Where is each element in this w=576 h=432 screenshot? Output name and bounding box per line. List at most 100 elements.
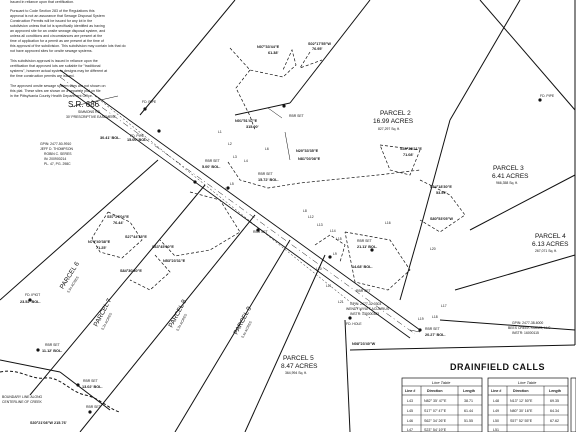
call-label: 21.11' BOL. (357, 245, 377, 249)
table-cell: 38.71 (464, 399, 473, 403)
call-label: 76.44' (113, 221, 124, 225)
table-header: Line # (491, 389, 501, 393)
adjoiner-owner: JEFF D. THOMPSON (40, 147, 73, 151)
road-name: S.R. 686 (68, 100, 100, 109)
drainfield-title: DRAINFIELD CALLS (450, 362, 545, 372)
rebar-set-marker (36, 348, 40, 352)
parcel-acres: 6.13 ACRES (532, 241, 569, 248)
call-label: 15.72' BOL. (258, 178, 279, 182)
parcel-2-label: PARCEL 2 16.99 ACRES 827,297 Sq. ft. (373, 110, 414, 131)
table-cell: S23° 54' 19"E (424, 428, 447, 432)
segment-label: L9 (333, 252, 337, 256)
parcel-7-label: PARCEL 7 5.2x ACRES (93, 297, 114, 331)
table-header: Line # (405, 389, 415, 393)
call-label: N01°51'47"E (235, 119, 258, 123)
rebar-set-marker (226, 186, 230, 190)
parcel-8-label: PARCEL 8 5.3x ACRES (168, 298, 189, 332)
found-hole-marker (348, 316, 352, 320)
table-cell: L45 (407, 409, 413, 413)
rebar-set-marker (370, 248, 374, 252)
note-line: Issued in reliance upon that certificati… (10, 0, 74, 4)
call-label: S27°44'15"E (125, 235, 147, 239)
call-label: N20°33'35"E (296, 149, 319, 153)
segment-label: L14 (330, 229, 336, 233)
note-line: this approval of the subdivision. This s… (10, 44, 126, 48)
parcel-sqft: 267,071 Sq. ft. (535, 249, 557, 253)
table-cell: 61.44 (464, 409, 473, 413)
rebar-set-marker (88, 410, 92, 414)
table-header: Length (463, 389, 475, 393)
rebar-set-marker (418, 328, 422, 332)
point-label: RBR SET (253, 230, 268, 234)
line-table-1: Line Table Line # Direction Length L43 N… (401, 377, 483, 432)
segment-label: L10 (316, 267, 322, 271)
call-label: N53°23'31"E (163, 259, 186, 263)
line-table-3 (570, 377, 576, 432)
note-line: time of application for a permit as are … (10, 39, 104, 43)
call-label: 23.52' BOL. (20, 300, 41, 304)
point-label: RBR SET (289, 114, 304, 118)
point-label: FD. PIPE (142, 100, 157, 104)
call-label: 71.08' (403, 153, 414, 157)
note-line: approval is not an assurance that Sewage… (10, 14, 105, 18)
parcel-name: PARCEL 3 (493, 165, 524, 172)
call-label: S63°45'00"E (152, 245, 174, 249)
call-label: 315.00' (246, 125, 259, 129)
parcel-4-label: PARCEL 4 6.13 ACRES 267,071 Sq. ft. (532, 233, 569, 253)
call-label: 61.38' (268, 51, 279, 55)
parcel-acres: 8.47 ACRES (281, 363, 318, 370)
adjoiner-1: GPIN: 2477-50-9910 JEFF D. THOMPSON ROBI… (40, 142, 73, 166)
parcel-sqft: 827,297 Sq. ft. (378, 127, 400, 131)
call-label: S57°27'04"E (107, 215, 129, 219)
road-sr686 (59, 69, 421, 339)
table-cell: L51 (493, 428, 499, 432)
parcel-5-label: PARCEL 5 8.47 ACRES 364,994 Sq. ft. (281, 355, 318, 375)
table-cell: L46 (407, 419, 413, 423)
table-cell: S17° 07' 47"E (424, 409, 447, 413)
parcel-6-label: PARCEL 6 5.9x ACRES (59, 260, 81, 293)
table-header: Direction (513, 389, 529, 393)
segment-label: L11 (326, 284, 332, 288)
rebar-set-marker (193, 180, 197, 184)
call-label: 20.27' BOL. (425, 333, 446, 337)
call-label: 14.68' BOL. (352, 265, 373, 269)
found-pipe-marker (143, 107, 147, 111)
adjoiner-owner: WENDY WYATT ACUARIUS (346, 307, 390, 311)
segment-label: L4 (244, 159, 248, 163)
rebar-set-marker (328, 255, 332, 259)
point-label: FD. PIPE (130, 134, 145, 138)
drainfield-lines (91, 47, 466, 291)
note-line: Pursuant to Code Section 283 of the Regu… (10, 9, 95, 13)
parcel-acres: 6.41 ACRES (492, 173, 529, 180)
survey-points (28, 98, 542, 414)
table-cell: L50 (493, 419, 499, 423)
segment-label: L17 (441, 304, 447, 308)
call-label: 11.12' BOL. (42, 349, 62, 353)
segment-label: L13 (317, 223, 323, 227)
note-line: Construction Permits will be issued for … (10, 19, 92, 23)
point-label: FD. HOLE (346, 322, 362, 326)
creek-note-line: BOUNDARY LINE ALONG (2, 395, 43, 399)
point-label: FD. PIPE (540, 94, 555, 98)
note-line: This subdivision approval is issued in r… (10, 59, 98, 63)
creek-note-line: CENTERLINE OF CREEK (2, 400, 42, 404)
table-cell: N80° 30' 16"E (510, 409, 533, 413)
segment-label: L19 (418, 317, 424, 321)
parcel-sqft: 966,358 Sq. ft. (496, 181, 518, 185)
adjoiner-plat: PL. 47, PG. 298C (44, 162, 71, 166)
call-label: N81°03'08"E (298, 157, 321, 161)
segment-label: L21 (338, 300, 344, 304)
adjoiner-gpin: GPIN: 2477-38-6000 (512, 321, 543, 325)
segment-label: L2 (228, 142, 232, 146)
table-cell: 64.34 (550, 409, 559, 413)
call-label: S30°21'08"W 215.76' (30, 421, 67, 425)
parcel-sqft: 364,994 Sq. ft. (285, 371, 307, 375)
point-label: RBR SET (357, 239, 372, 243)
table-cell: S57° 52' 55"E (510, 419, 533, 423)
rebar-set-marker (76, 383, 80, 387)
table-cell: 67.62 (550, 419, 559, 423)
found-ipigt-marker (28, 298, 32, 302)
note-line: unless all conditions and circumstances … (10, 34, 102, 38)
approval-notes: Issued in reliance upon that certificati… (10, 0, 126, 98)
segment-label: L20 (430, 247, 436, 251)
